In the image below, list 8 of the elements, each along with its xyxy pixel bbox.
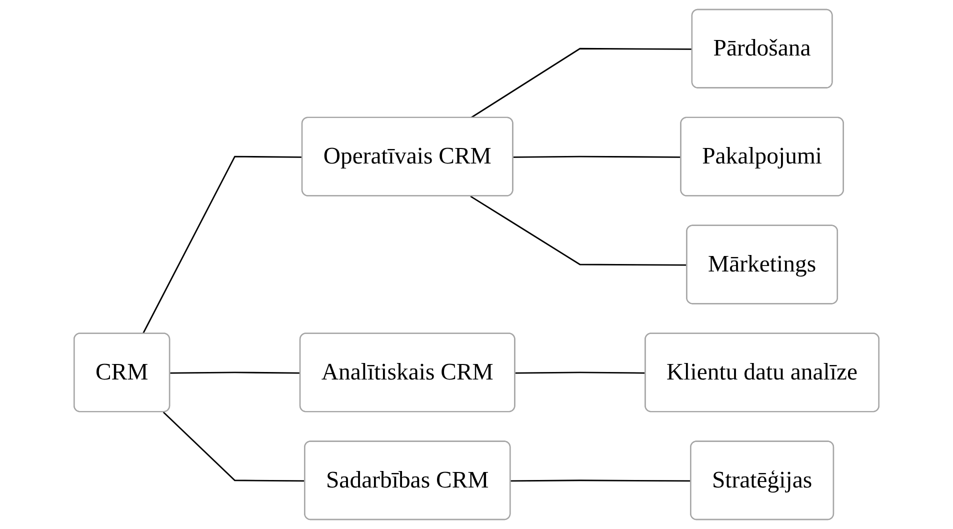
connector [470, 48, 693, 119]
connector [513, 156, 682, 158]
connector [510, 480, 692, 482]
connector [142, 156, 303, 334]
connector [515, 372, 646, 374]
connector [470, 196, 688, 266]
connector [170, 372, 301, 374]
connector [162, 412, 306, 482]
